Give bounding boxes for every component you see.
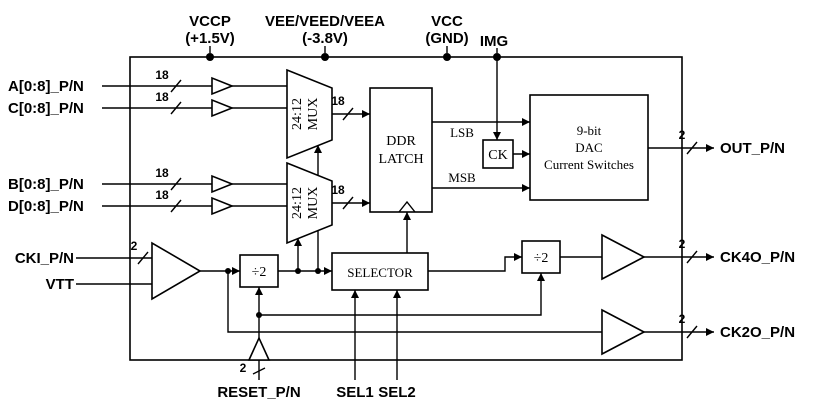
label-sel2: SEL2 [378,384,416,401]
junction-dot [315,268,321,274]
input-wires [76,85,287,285]
mux1-block [286,68,333,160]
mux2-block [286,161,333,245]
div2-right-label: ÷2 [534,251,549,266]
ddr-label-line2: LATCH [378,152,423,167]
label-out: OUT_P/N [720,140,785,157]
label-vee: VEE/VEED/VEEA [265,13,385,30]
bus-width-18: 18 [331,183,345,197]
power-pin-vcc [443,53,451,61]
bus-width-18: 18 [331,94,345,108]
label-msb: MSB [448,170,476,185]
dac-label-line1: 9-bit [577,123,602,138]
bus-width-2: 2 [131,239,138,253]
input-buffer-a [211,76,235,96]
ddr-latch-block [369,87,433,213]
junction-dot [295,268,301,274]
data-wires [332,57,714,333]
label-img: IMG [480,33,508,50]
label-cki: CKI_P/N [15,250,74,267]
label-ck2o: CK2O_P/N [720,324,795,341]
div2-right-block [521,240,561,274]
junction-dot [225,268,231,274]
mux2-label-ratio: 24:12 [290,187,305,219]
input-buffer-b [211,174,235,194]
bus-width-18: 18 [155,68,169,82]
label-vccp-voltage: (+1.5V) [185,30,235,47]
label-vcc-voltage: (GND) [425,30,468,47]
input-buffer-d [211,196,235,216]
div2-left-label: ÷2 [252,265,267,280]
bus-width-2: 2 [679,128,686,142]
mux1-label: MUX [306,98,321,131]
label-sel1: SEL1 [336,384,374,401]
div2-left-block [239,254,279,288]
ck-block [482,139,514,169]
label-input-d: D[0:8]_P/N [8,198,84,215]
reset-buffer [247,336,271,361]
dac-label-line2: DAC [575,140,602,155]
clock-wires [200,145,602,380]
ck2o-output-buffer [601,308,646,356]
label-input-c: C[0:8]_P/N [8,100,84,117]
ddr-label-line1: DDR [386,134,416,149]
label-reset: RESET_P/N [217,384,300,401]
ck-label: CK [488,148,507,163]
label-vee-voltage: (-3.8V) [302,30,348,47]
dac-block [529,94,649,201]
label-input-a: A[0:8]_P/N [8,78,84,95]
power-pin-stubs [209,46,498,53]
bus-width-18: 18 [155,90,169,104]
bus-width-18: 18 [155,166,169,180]
label-vcc: VCC [431,13,463,30]
power-pin-vee [321,53,329,61]
ck4o-output-buffer [601,233,646,281]
dac-label-line3: Current Switches [544,157,634,172]
junction-dot [256,312,262,318]
input-buffer-c [211,98,235,118]
ddr-clock-wedge [398,200,416,213]
bus-width-18: 18 [155,188,169,202]
selector-block [331,252,429,291]
mux2-label: MUX [306,187,321,220]
mux1-label-ratio: 24:12 [290,98,305,130]
bus-slash-marks [137,79,698,375]
bus-width-2: 2 [679,237,686,251]
clock-input-buffer [151,241,202,301]
label-input-b: B[0:8]_P/N [8,176,84,193]
label-vccp: VCCP [189,13,231,30]
selector-label: SELECTOR [347,265,413,280]
label-ck4o: CK4O_P/N [720,249,795,266]
bus-width-2: 2 [679,312,686,326]
bus-width-2: 2 [240,361,247,375]
label-vtt: VTT [46,276,74,293]
label-lsb: LSB [450,125,474,140]
power-pin-vccp [206,53,214,61]
